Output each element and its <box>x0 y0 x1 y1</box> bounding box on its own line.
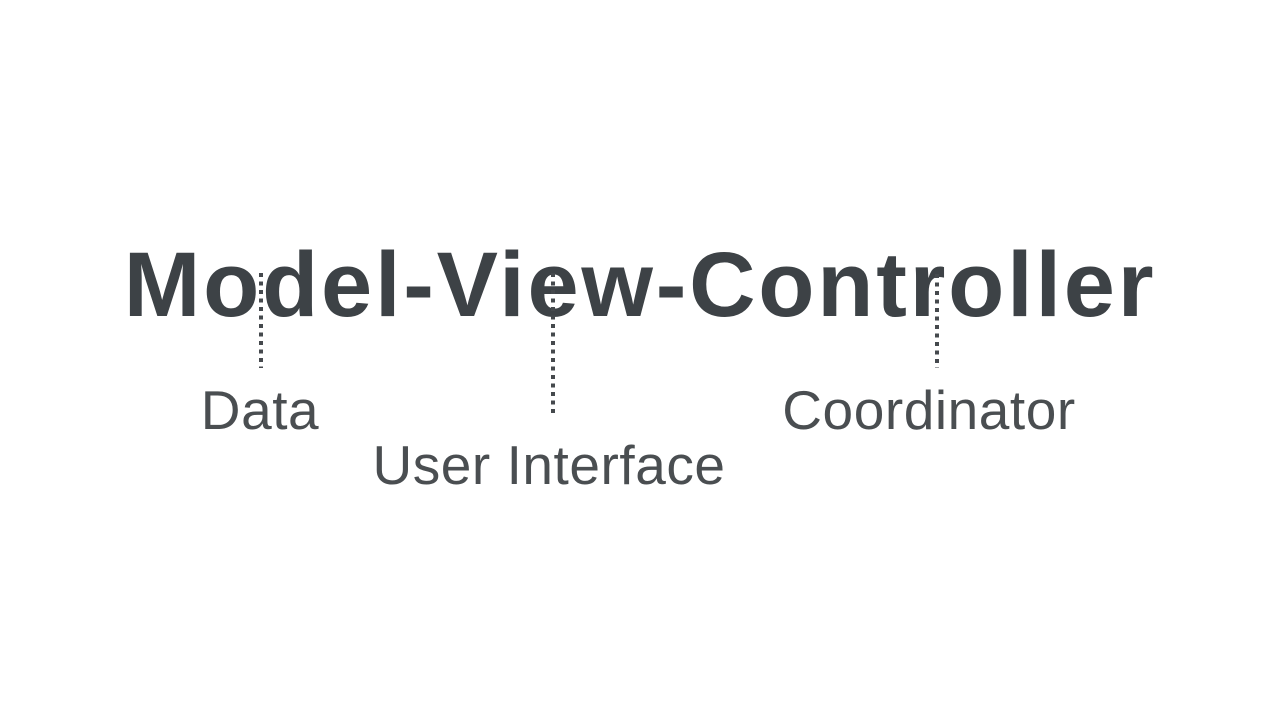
model-meaning-label: Data <box>200 379 320 441</box>
model-to-data-dotted-connector <box>259 273 263 368</box>
view-to-user-interface-dotted-connector <box>551 273 555 417</box>
controller-meaning-label: Coordinator <box>782 379 1076 441</box>
diagram-title: Model-View-Controller <box>123 233 1157 336</box>
view-meaning-label: User Interface <box>372 434 726 496</box>
controller-to-coordinator-dotted-connector <box>935 274 939 368</box>
